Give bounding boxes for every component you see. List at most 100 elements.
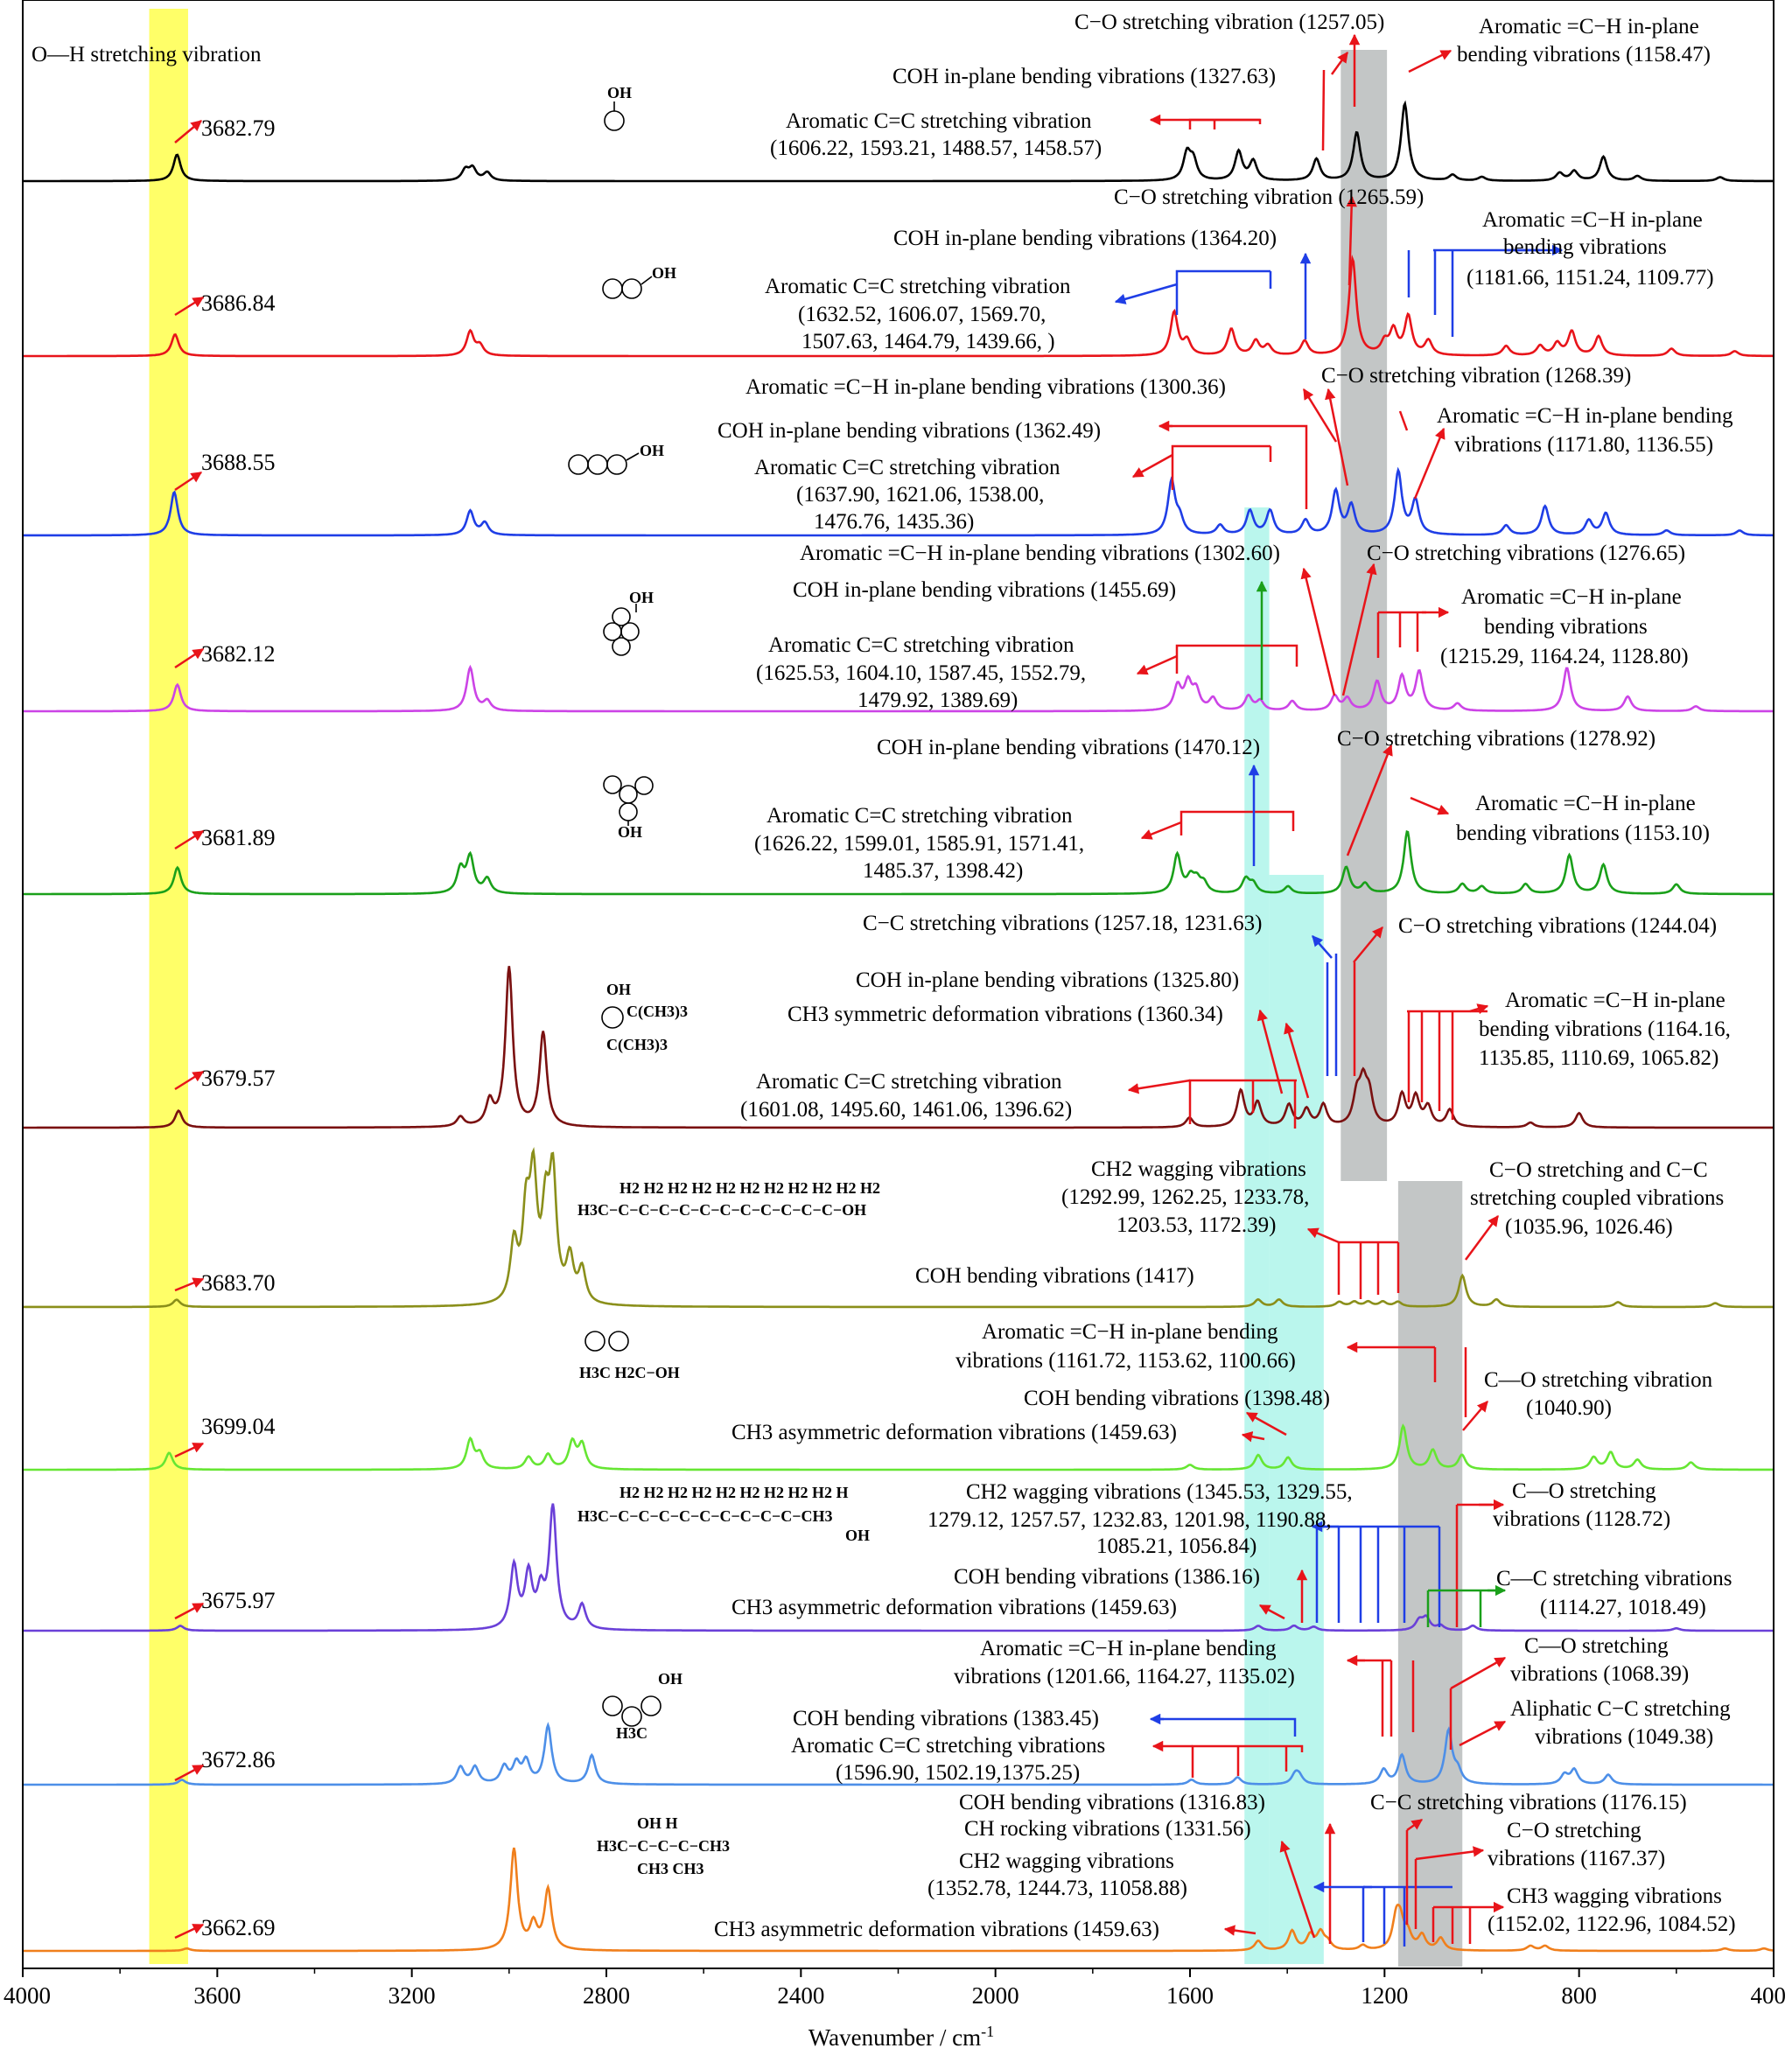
x-tick-label: 800 bbox=[1561, 1982, 1597, 2009]
ann-s1-co: C−O stretching vibration (1257.05) bbox=[1074, 10, 1384, 34]
phenol-structure: OH bbox=[604, 84, 632, 131]
tbu-phenol-oh-label: OH bbox=[606, 981, 631, 998]
ann-s1-cc-l2: (1606.22, 1593.21, 1488.57, 1458.57) bbox=[770, 136, 1102, 160]
dimethylpentanol-bottom: CH3 CH3 bbox=[637, 1860, 704, 1877]
ann-s9-co-l1: C—O stretching bbox=[1512, 1479, 1656, 1503]
ann-s3-cc-l2: (1637.90, 1621.06, 1538.00, bbox=[796, 483, 1044, 507]
ann-s9-coh: COH bending vibrations (1386.16) bbox=[954, 1565, 1260, 1589]
ann-s3-co: C−O stretching vibration (1268.39) bbox=[1321, 364, 1631, 388]
ann-s7-ch2-l3: 1203.53, 1172.39) bbox=[1116, 1213, 1276, 1237]
ann-s6-ch-l3: 1135.85, 1110.69, 1065.82) bbox=[1479, 1046, 1718, 1070]
ann-s10-coh: COH bending vibrations (1383.45) bbox=[793, 1707, 1099, 1730]
ann-s11-co-l2: vibrations (1167.37) bbox=[1488, 1847, 1665, 1870]
ann-oh-band: O—H stretching vibration bbox=[32, 43, 262, 66]
anthrol-oh-label: OH bbox=[640, 442, 664, 459]
x-tick-label: 2000 bbox=[972, 1982, 1019, 2009]
ann-s11-ch3: CH3 asymmetric deformation vibrations (1… bbox=[714, 1918, 1159, 1941]
spectrum-line-6 bbox=[23, 966, 1774, 1129]
spectra-series bbox=[23, 100, 1774, 1953]
dimethylpentanol-top: OH H bbox=[637, 1814, 678, 1832]
ann-s3-cc-l1: Aromatic C=C stretching vibration bbox=[754, 456, 1060, 479]
spectrum-line-8 bbox=[23, 1423, 1774, 1471]
ann-s6-ch-l2: bending vibrations (1164.16, bbox=[1479, 1017, 1731, 1041]
spectrum-line-2 bbox=[23, 254, 1774, 358]
ann-s9-co-l2: vibrations (1128.72) bbox=[1493, 1507, 1670, 1531]
ann-s4-cc-l3: 1479.92, 1389.69) bbox=[858, 688, 1018, 712]
phenol-oh-label: OH bbox=[607, 84, 632, 101]
oh-peak-label-1: 3682.79 bbox=[201, 115, 276, 141]
ann-s8-coh: COH bending vibrations (1398.48) bbox=[1024, 1387, 1330, 1410]
ann-s6-co: C−O stretching vibrations (1244.04) bbox=[1398, 914, 1717, 938]
dodecanol-2-oh: OH bbox=[845, 1527, 870, 1544]
oh-peak-label-6: 3679.57 bbox=[201, 1066, 276, 1091]
x-axis-title: Wavenumber / cm-1 bbox=[808, 2023, 994, 2048]
ann-s8-ch-l2: vibrations (1161.72, 1153.62, 1100.66) bbox=[956, 1349, 1296, 1373]
ann-s4-co: C−O stretching vibrations (1276.65) bbox=[1367, 542, 1685, 565]
oh-peak-label-2: 3686.84 bbox=[201, 290, 276, 316]
ann-s4-ch2-l3: (1215.29, 1164.24, 1128.80) bbox=[1440, 645, 1689, 668]
x-axis-title-sup: -1 bbox=[981, 2023, 994, 2040]
ann-s8-co-l2: (1040.90) bbox=[1526, 1396, 1612, 1420]
dimethylpentanol-structure: OH H H3C−C−C−C−CH3 CH3 CH3 bbox=[597, 1814, 730, 1877]
ann-s5-cc-l2: (1626.22, 1599.01, 1585.91, 1571.41, bbox=[754, 832, 1084, 856]
ann-s7-ch2-l2: (1292.99, 1262.25, 1233.78, bbox=[1061, 1185, 1309, 1209]
chrysenol-oh-label: OH bbox=[618, 823, 642, 841]
ann-s11-ch3w-l1: CH3 wagging vibrations bbox=[1507, 1884, 1722, 1908]
ann-s11-ch2-l1: CH2 wagging vibrations bbox=[959, 1849, 1174, 1873]
dodecanol-2-structure: H2 H2 H2 H2 H2 H2 H2 H2 H2 H H3C−C−C−C−C… bbox=[578, 1484, 870, 1544]
ann-s10-co-l2: vibrations (1068.39) bbox=[1510, 1662, 1689, 1686]
chrysenol-structure: OH bbox=[603, 775, 654, 841]
dodecanol-h-labels: H2 H2 H2 H2 H2 H2 H2 H2 H2 H2 H2 bbox=[620, 1179, 880, 1197]
ann-s9-ch2-l3: 1085.21, 1056.84) bbox=[1096, 1534, 1256, 1558]
oh-peak-label-4: 3682.12 bbox=[201, 641, 276, 667]
ann-s4-cc-l1: Aromatic C=C stretching vibration bbox=[768, 633, 1074, 657]
ann-s2-co: C−O stretching vibration (1265.59) bbox=[1114, 185, 1424, 209]
ann-s10-co-l1: C—O stretching bbox=[1524, 1634, 1669, 1658]
x-tick-label: 2800 bbox=[583, 1982, 630, 2009]
biphenyl-methanol-formula: H3C H2C−OH bbox=[579, 1364, 680, 1381]
naphthol-structure: OH bbox=[602, 264, 676, 299]
ann-s1-coh: COH in-plane bending vibrations (1327.63… bbox=[892, 65, 1276, 88]
ann-s9-ch2-l2: 1279.12, 1257.57, 1232.83, 1201.98, 1190… bbox=[928, 1508, 1332, 1532]
ann-s11-ch3w-l2: (1152.02, 1122.96, 1084.52) bbox=[1488, 1912, 1736, 1936]
ann-s9-ch2-l1: CH2 wagging vibrations (1345.53, 1329.55… bbox=[966, 1480, 1353, 1504]
ann-s2-cc-l3: 1507.63, 1464.79, 1439.66, ) bbox=[802, 330, 1055, 353]
ann-s10-arcc-l1: Aromatic C=C stretching vibrations bbox=[791, 1734, 1105, 1758]
ann-s2-coh: COH in-plane bending vibrations (1364.20… bbox=[893, 227, 1277, 250]
x-tick-label: 400 bbox=[1751, 1982, 1787, 2009]
highlight-band bbox=[1244, 507, 1270, 1964]
tetrahydrochrysenol-methyl: H3C bbox=[616, 1724, 648, 1742]
ann-s10-ch-l2: vibrations (1201.66, 1164.27, 1135.02) bbox=[954, 1665, 1295, 1688]
x-axis-title-text: Wavenumber / cm bbox=[808, 2024, 981, 2048]
ann-s5-co: C−O stretching vibrations (1278.92) bbox=[1337, 727, 1656, 751]
anthrol-structure: OH bbox=[568, 442, 664, 475]
ann-s3-coh: COH in-plane bending vibrations (1362.49… bbox=[718, 419, 1101, 443]
ann-s6-arcc-l2: (1601.08, 1495.60, 1461.06, 1396.62) bbox=[740, 1098, 1072, 1122]
ann-s4-ch2-l2: bending vibrations bbox=[1484, 615, 1648, 639]
ann-s6-cc: C−C stretching vibrations (1257.18, 1231… bbox=[863, 912, 1262, 935]
spectrum-line-3 bbox=[23, 466, 1774, 537]
ann-s5-ch-l2: bending vibrations (1153.10) bbox=[1456, 821, 1710, 845]
ann-s2-cc-l2: (1632.52, 1606.07, 1569.70, bbox=[798, 303, 1046, 326]
ann-s9-cc-l1: C—C stretching vibrations bbox=[1496, 1567, 1732, 1590]
ann-s9-cc-l2: (1114.27, 1018.49) bbox=[1540, 1596, 1706, 1619]
annotation-leaders bbox=[174, 33, 1564, 1947]
ann-s10-alcc-l2: vibrations (1049.38) bbox=[1535, 1725, 1713, 1749]
oh-peak-label-9: 3675.97 bbox=[201, 1588, 276, 1613]
ann-s4-ch2-l1: Aromatic =C−H in-plane bbox=[1461, 585, 1682, 609]
ann-s10-alcc-l1: Aliphatic C−C stretching bbox=[1510, 1697, 1731, 1721]
oh-peak-label-5: 3681.89 bbox=[201, 825, 276, 850]
ann-s11-co-l1: C−O stretching bbox=[1507, 1819, 1642, 1842]
dodecanol-2-formula: H3C−C−C−C−C−C−C−C−C−C−CH3 bbox=[578, 1507, 833, 1525]
ann-s4-ch1: Aromatic =C−H in-plane bending vibration… bbox=[800, 542, 1280, 565]
ann-s3-ch1: Aromatic =C−H in-plane bending vibration… bbox=[746, 375, 1226, 399]
oh-peak-label-7: 3683.70 bbox=[201, 1270, 276, 1296]
tbu-group-b: C(CH3)3 bbox=[606, 1036, 668, 1054]
ann-s6-ch-l1: Aromatic =C−H in-plane bbox=[1505, 989, 1726, 1012]
spectrum-line-11 bbox=[23, 1847, 1774, 1953]
oh-peak-labels: 3682.793686.843688.553682.123681.893679.… bbox=[201, 115, 276, 1940]
ann-s1-cc-l1: Aromatic C=C stretching vibration bbox=[786, 109, 1092, 133]
